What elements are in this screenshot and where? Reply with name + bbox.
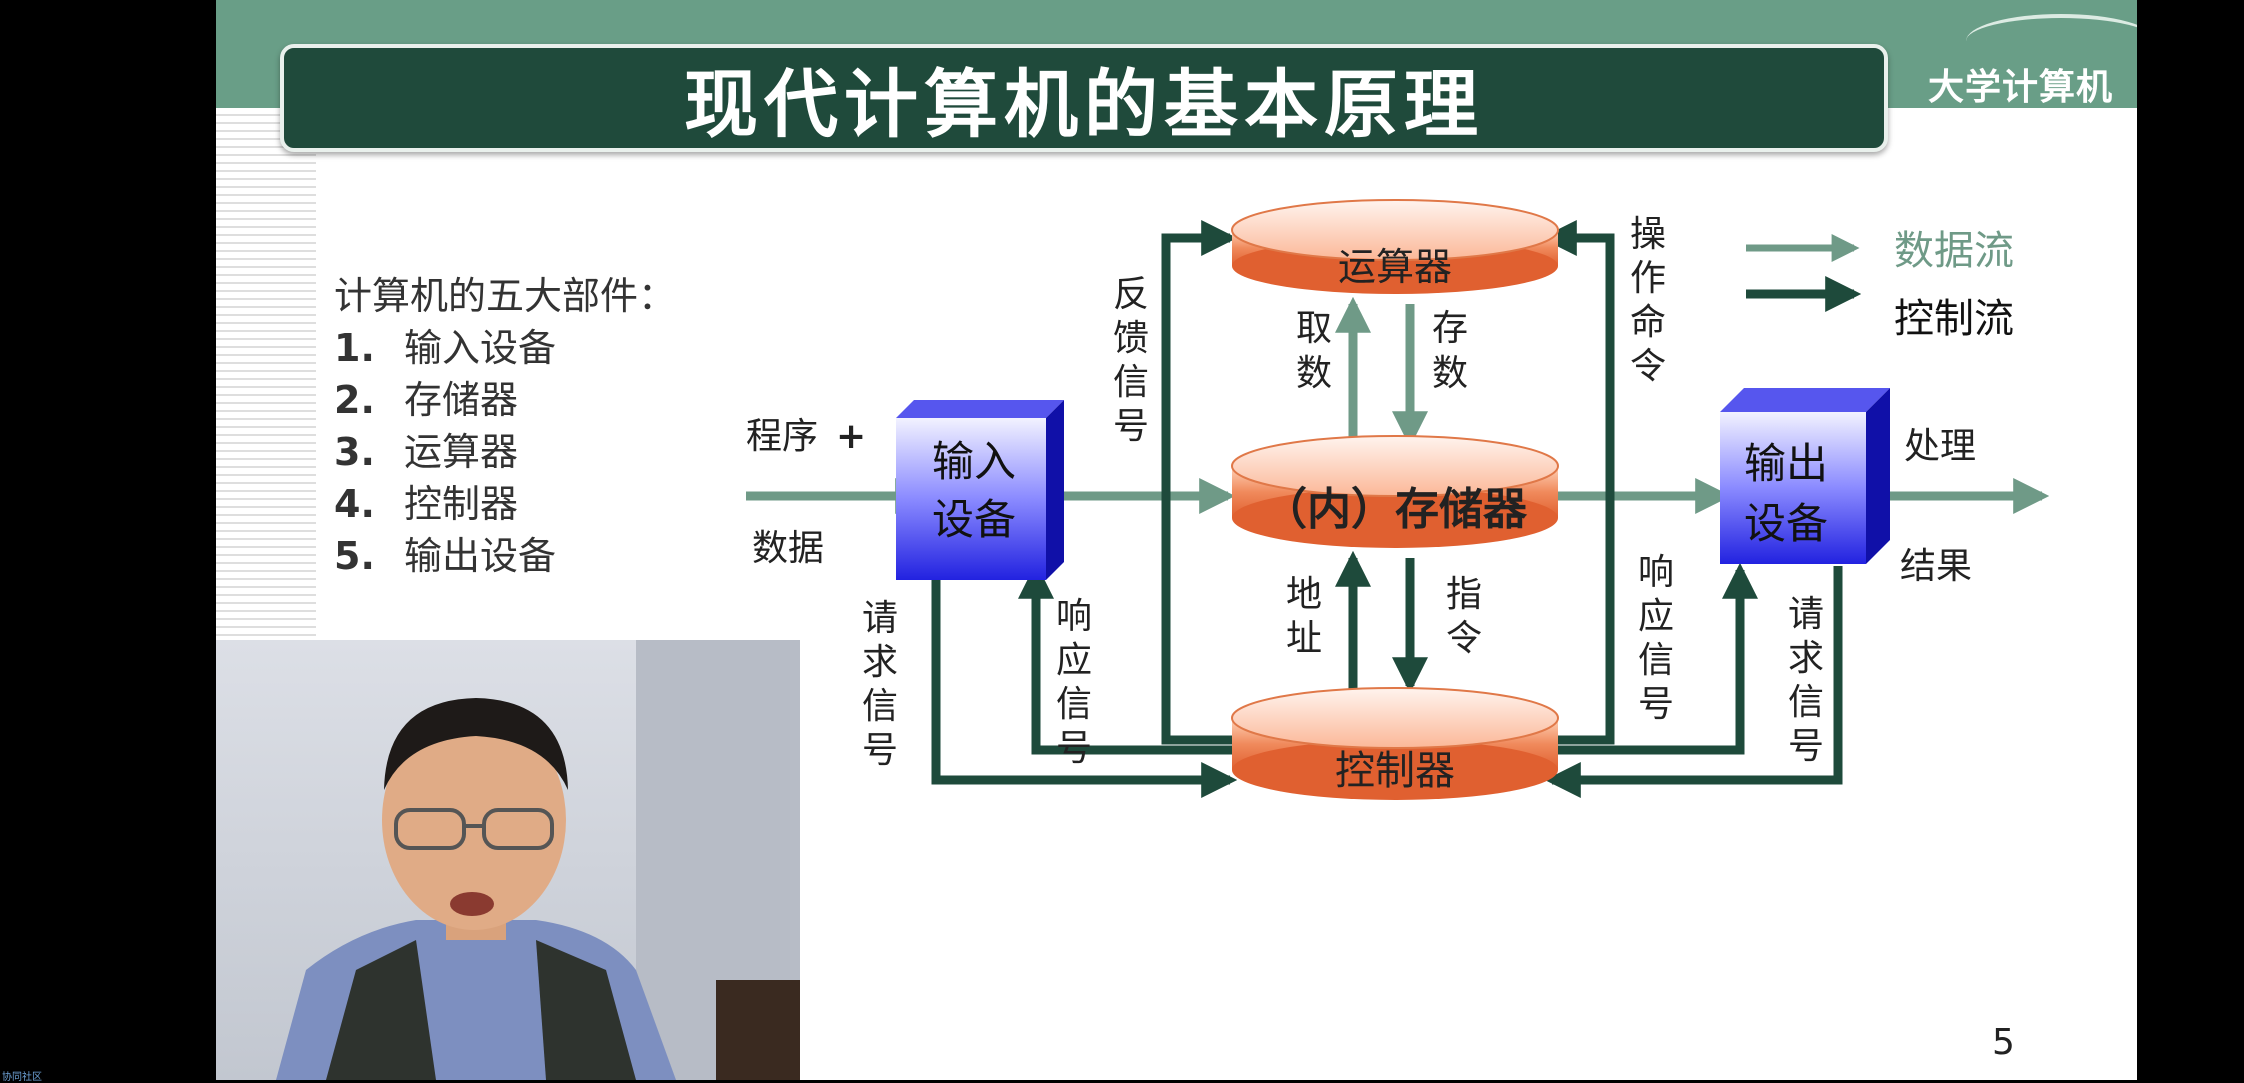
io-labels: 程序 + 数据 处理 结果 <box>746 416 1976 587</box>
list-item-label: 运算器 <box>404 430 519 474</box>
page-number: 5 <box>1992 1022 2015 1063</box>
instruction-label-2: 令 <box>1446 618 1482 659</box>
alu-label: 运算器 <box>1338 245 1452 289</box>
list-item-label: 存储器 <box>404 378 519 422</box>
request-right-label-4: 号 <box>1788 726 1824 767</box>
request-right-label-3: 信 <box>1788 682 1824 723</box>
response-right-label-1: 响 <box>1638 552 1674 593</box>
operation-label-1: 操 <box>1630 214 1666 255</box>
address-label-2: 址 <box>1286 618 1322 659</box>
feedback-label-4: 号 <box>1113 406 1149 447</box>
control-flow-arrows <box>931 220 1843 798</box>
request-left-label-3: 信 <box>862 686 898 727</box>
request-left-label-2: 求 <box>862 642 898 683</box>
vertical-labels: 取 数 存 数 地 址 指 令 反 馈 信 号 操 作 命 令 响 应 信 号 … <box>862 214 1824 771</box>
output-device-label-2: 设备 <box>1744 499 1828 548</box>
output-label-top: 处理 <box>1904 426 1976 467</box>
list-item-number: 4. <box>334 482 375 526</box>
request-left-label-1: 请 <box>862 598 898 639</box>
slide: 现代计算机的基本原理 大学计算机 计算机的五大部件： 1. 输入设备 2. 存储… <box>216 0 2137 1080</box>
controller-cylinder: 控制器 <box>1231 687 1559 800</box>
data-flow-arrows <box>746 296 2050 514</box>
list-item: 1. 输入设备 <box>334 322 676 374</box>
feedback-label-2: 馈 <box>1113 318 1149 359</box>
output-label-bottom: 结果 <box>1900 546 1972 587</box>
fetch-label-1: 取 <box>1296 308 1332 349</box>
list-item-number: 2. <box>334 378 375 422</box>
list-item-label: 输出设备 <box>404 534 557 578</box>
list-item: 2. 存储器 <box>334 374 676 426</box>
logo-arc <box>1966 14 2137 68</box>
input-device-box: 输入 设备 <box>896 400 1064 580</box>
components-list: 计算机的五大部件： 1. 输入设备 2. 存储器 3. 运算器 4. 控制器 5… <box>334 270 676 582</box>
input-label-bottom: 数据 <box>752 528 824 569</box>
list-item-number: 5. <box>334 534 375 578</box>
presenter-image <box>276 640 800 1080</box>
corner-watermark: 协同社区 <box>2 1072 42 1083</box>
response-left-label-2: 应 <box>1056 640 1092 681</box>
feedback-label-3: 信 <box>1113 362 1149 403</box>
operation-label-4: 令 <box>1630 346 1666 387</box>
memory-label: （内）存储器 <box>1263 484 1528 535</box>
presenter-video <box>216 640 800 1080</box>
address-label-1: 地 <box>1286 574 1322 615</box>
list-item: 3. 运算器 <box>334 426 676 478</box>
fetch-label-2: 数 <box>1296 353 1332 394</box>
components-heading: 计算机的五大部件： <box>334 274 677 318</box>
store-label-2: 数 <box>1432 353 1468 394</box>
left-stripe-decoration <box>216 108 316 648</box>
operation-label-2: 作 <box>1630 258 1666 299</box>
legend-control-label: 控制流 <box>1894 296 2014 342</box>
request-right-label-2: 求 <box>1788 638 1824 679</box>
input-label-plus: + <box>836 416 866 457</box>
legend-data-label: 数据流 <box>1894 228 2014 274</box>
input-device-label-1: 输入 <box>932 437 1016 486</box>
feedback-label-1: 反 <box>1113 274 1149 315</box>
input-label-top: 程序 <box>746 416 818 457</box>
response-right-label-2: 应 <box>1638 596 1674 637</box>
slide-title: 现代计算机的基本原理 <box>684 61 1484 148</box>
output-device-box: 输出 设备 <box>1720 388 1890 564</box>
controller-label: 控制器 <box>1335 748 1455 794</box>
instruction-label-1: 指 <box>1446 574 1482 615</box>
response-left-label-1: 响 <box>1056 596 1092 637</box>
logo: 大学计算机 <box>1928 67 2114 108</box>
response-left-label-4: 号 <box>1056 728 1092 769</box>
response-right-label-3: 信 <box>1638 640 1674 681</box>
store-label-1: 存 <box>1432 308 1468 349</box>
response-left-label-3: 信 <box>1056 684 1092 725</box>
response-right-label-4: 号 <box>1638 684 1674 725</box>
title-bar: 现代计算机的基本原理 <box>280 44 1888 152</box>
list-item-number: 3. <box>334 430 375 474</box>
operation-label-3: 命 <box>1630 302 1666 343</box>
architecture-diagram: 运算器 （内）存储器 控制器 输入 设备 输出 设备 <box>746 199 2050 800</box>
list-item-label: 输入设备 <box>404 326 557 370</box>
memory-cylinder: （内）存储器 <box>1231 435 1559 548</box>
list-item-number: 1. <box>334 326 375 370</box>
alu-cylinder: 运算器 <box>1231 199 1559 294</box>
list-item: 4. 控制器 <box>334 478 676 530</box>
request-right-label-1: 请 <box>1788 594 1824 635</box>
list-item-label: 控制器 <box>404 482 519 526</box>
output-device-label-1: 输出 <box>1744 439 1828 488</box>
legend: 数据流 控制流 <box>1746 228 2014 342</box>
request-left-label-4: 号 <box>862 730 898 771</box>
list-item: 5. 输出设备 <box>334 530 676 582</box>
input-device-label-2: 设备 <box>932 495 1016 544</box>
